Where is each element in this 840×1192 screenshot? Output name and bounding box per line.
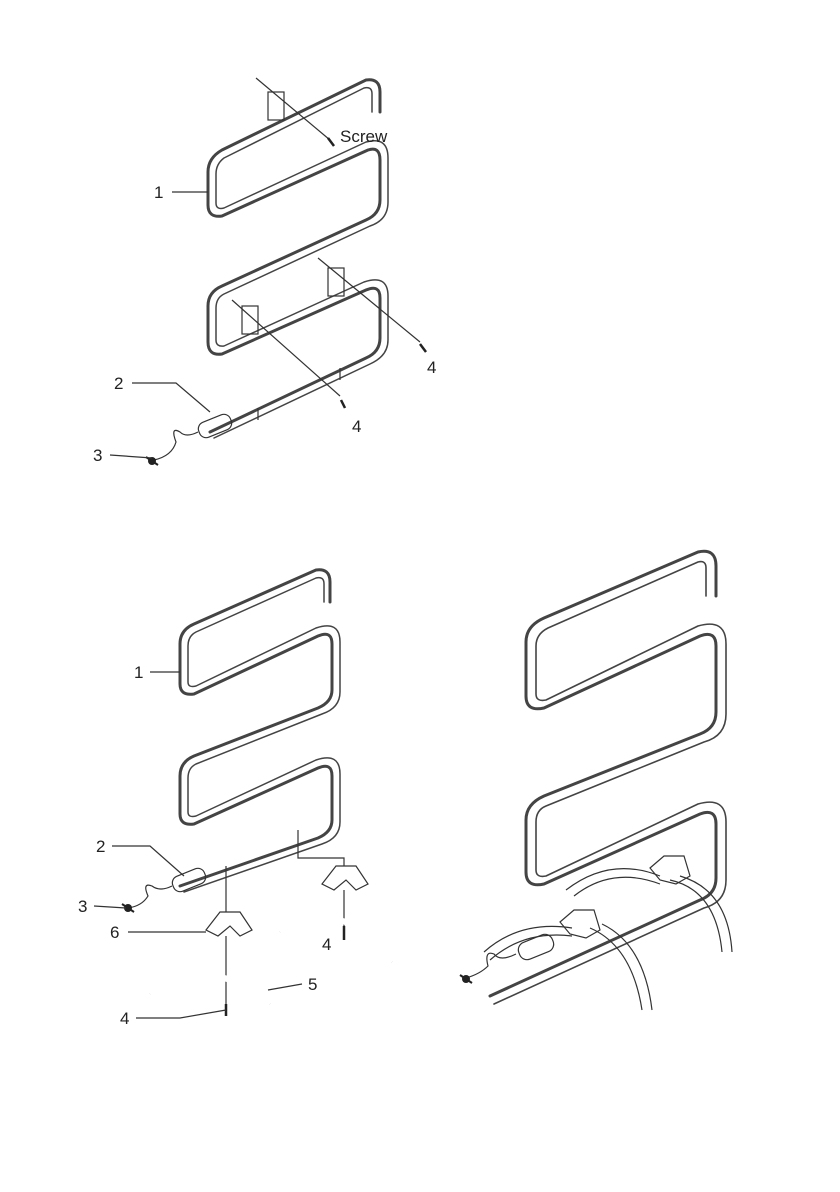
curved-foot — [280, 917, 392, 962]
power-cord — [466, 953, 516, 978]
screw-label: Screw — [340, 127, 388, 146]
curved-foot — [150, 975, 270, 1004]
screw-leader — [256, 78, 330, 140]
callout-4-left: 4 — [352, 417, 361, 436]
rack-tube-outer — [490, 551, 716, 996]
foot-bracket — [322, 866, 368, 890]
diagram-1-wall-mount: Screw 1 2 3 4 4 — [93, 78, 436, 465]
switch-box — [196, 412, 234, 440]
foot-bracket — [560, 910, 600, 938]
callout-4-right: 4 — [427, 358, 436, 377]
curved-foot — [574, 877, 660, 896]
foot-bracket — [650, 856, 690, 884]
callout-1: 1 — [134, 663, 143, 682]
power-cord — [154, 430, 198, 460]
rack-tube-inner — [184, 578, 340, 892]
callout-4-lower: 4 — [120, 1009, 129, 1028]
callout-leader-2 — [112, 846, 184, 876]
callout-4-upper: 4 — [322, 935, 331, 954]
callout-6: 6 — [110, 923, 119, 942]
wall-bracket-top — [268, 92, 284, 120]
diagram-3-floor-stand-assembled — [460, 551, 732, 1010]
screw-icon — [420, 344, 426, 352]
callout-2: 2 — [114, 374, 123, 393]
power-cord — [128, 885, 172, 908]
curved-foot — [602, 924, 652, 1010]
assembly-guide — [298, 842, 344, 866]
callout-3: 3 — [93, 446, 102, 465]
callout-1: 1 — [154, 183, 163, 202]
curved-foot — [680, 876, 732, 952]
callout-leader-3 — [110, 455, 152, 458]
screw-leader — [318, 258, 420, 342]
screw-icon — [328, 138, 334, 146]
callout-3: 3 — [78, 897, 87, 916]
rack-tube-outer — [180, 570, 332, 886]
callout-leader-5 — [268, 984, 302, 990]
callout-5: 5 — [308, 975, 317, 994]
callout-leader-3 — [94, 906, 126, 908]
diagram-2-floor-stand-exploded: 1 2 3 6 4 5 4 — [78, 570, 392, 1028]
screw-icon — [341, 400, 345, 408]
wall-bracket-mid-left — [242, 306, 258, 334]
callout-leader-4 — [136, 1010, 226, 1018]
screw-leader — [232, 300, 340, 396]
callout-leader-2 — [132, 383, 210, 412]
foot-bracket — [206, 912, 252, 936]
callout-2: 2 — [96, 837, 105, 856]
